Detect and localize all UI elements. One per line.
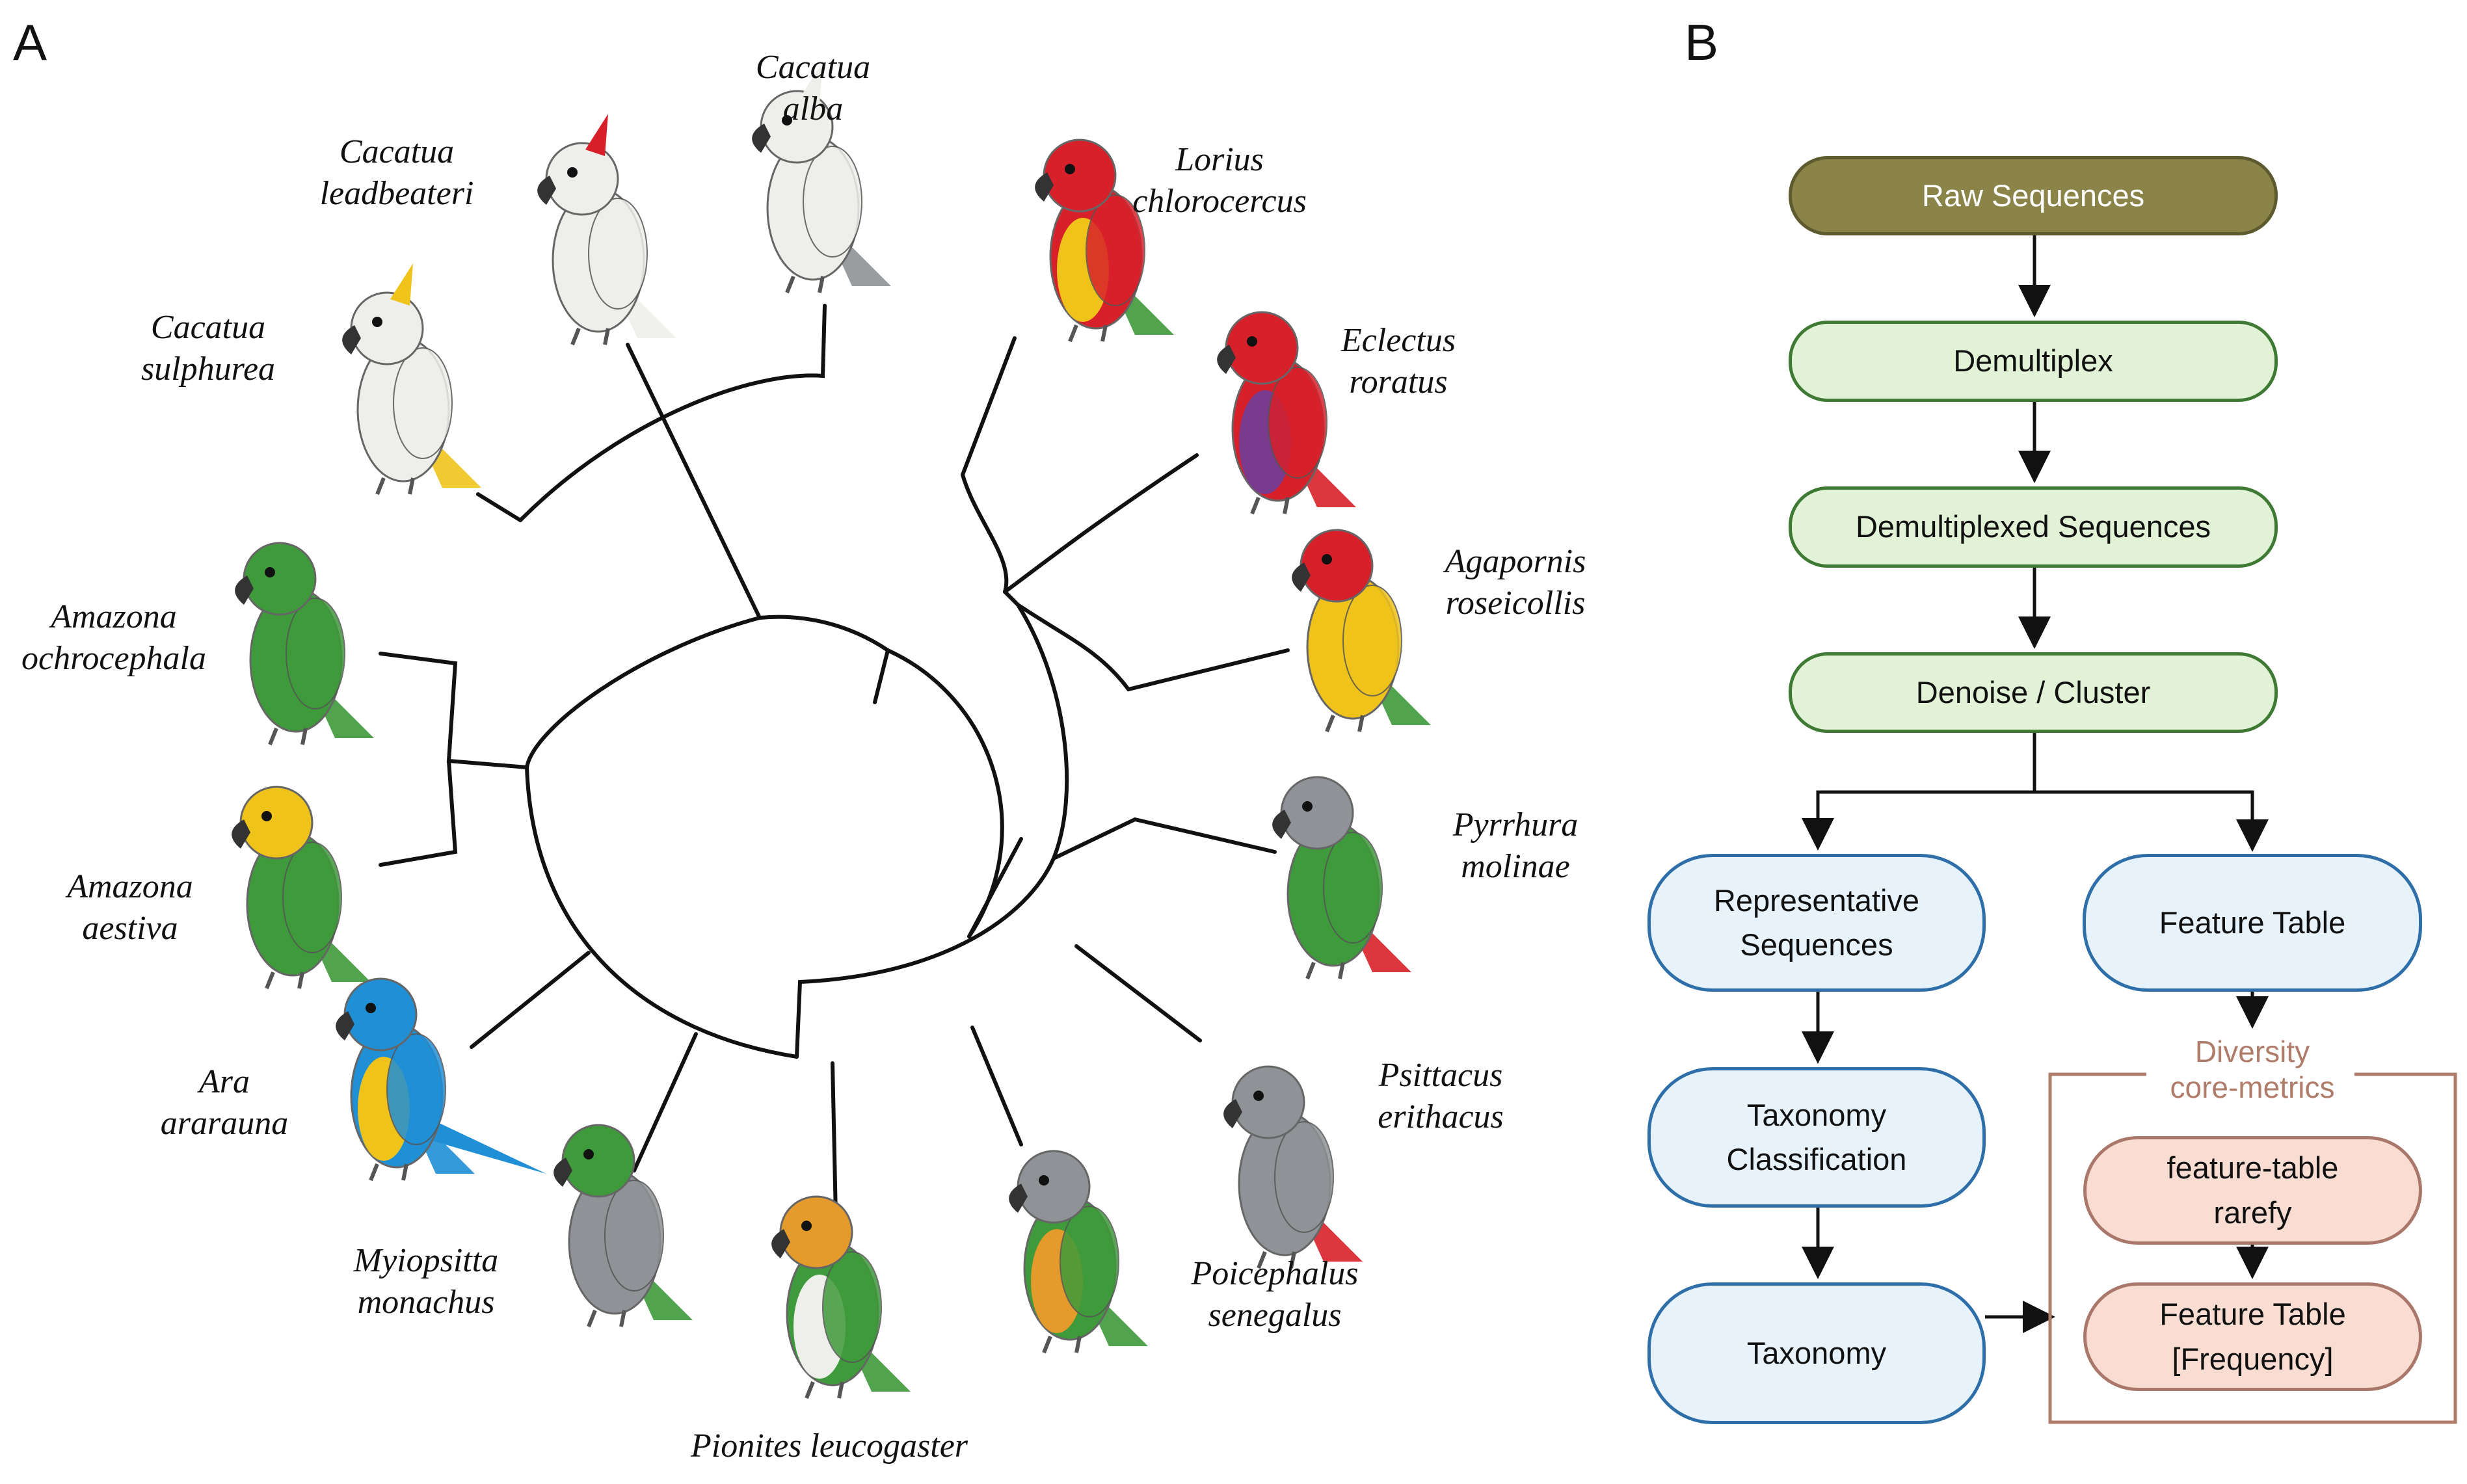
tree-branch-18 — [831, 1061, 838, 1218]
panel-b-label: B — [1685, 14, 1719, 71]
tree-branch-10 — [632, 1032, 698, 1173]
parrot-4-icon — [232, 786, 371, 990]
taxonomy-classification-line2: Classification — [1726, 1142, 1907, 1176]
tree-branch-1 — [967, 837, 1023, 938]
taxonomy-node[interactable]: Taxonomy — [1647, 1282, 1986, 1424]
tree-branch-14 — [1016, 603, 1290, 692]
tree-branch-2 — [758, 615, 890, 652]
tree-branch-9 — [470, 951, 591, 1049]
rarefy-label-line2: rarefy — [2213, 1195, 2292, 1230]
rarefy-label-line1: feature-table — [2167, 1150, 2339, 1186]
parrot-9-icon — [1223, 1065, 1363, 1269]
frequency-label-line2: [Frequency] — [2172, 1341, 2334, 1376]
tree-branch-5 — [525, 616, 762, 769]
tree-branch-6 — [525, 765, 799, 1059]
demultiplex-label: Demultiplex — [1953, 343, 2113, 378]
tree-branch-17 — [970, 1026, 1023, 1146]
parrot-3-icon — [235, 542, 374, 746]
parrot-8-icon — [1009, 1150, 1148, 1354]
parrot-2-icon — [342, 263, 481, 496]
species-label-7: Pionites leucogaster — [690, 1427, 968, 1464]
parrot-7-icon — [771, 1195, 911, 1399]
representative-label-line2: Sequences — [1740, 927, 1893, 962]
tree-branch-8 — [379, 759, 458, 867]
raw-sequences-node[interactable]: Raw Sequences — [1789, 156, 2278, 235]
feature-table-frequency-node[interactable]: Feature Table [Frequency] — [2083, 1282, 2422, 1391]
denoise-cluster-node[interactable]: Denoise / Cluster — [1789, 652, 2278, 733]
representative-sequences-node[interactable]: Representative Sequences — [1647, 854, 1986, 992]
tree-branch-3 — [873, 648, 890, 704]
taxonomy-classification-node[interactable]: Taxonomy Classification — [1647, 1067, 1986, 1208]
feature-table-node[interactable]: Feature Table — [2083, 854, 2422, 992]
parrot-13-icon — [1035, 139, 1174, 343]
parrot-6-icon — [553, 1124, 693, 1328]
tree-branch-15 — [1052, 817, 1277, 860]
parrot-11-icon — [1292, 529, 1431, 733]
parrot-0-icon — [752, 62, 891, 294]
panel-a-label: A — [13, 14, 47, 71]
taxonomy-classification-line1: Taxonomy — [1746, 1097, 1887, 1132]
tree-branch-16 — [1074, 944, 1202, 1042]
tree-branch-19 — [518, 304, 827, 522]
diversity-title-line2: core-metrics — [2170, 1070, 2335, 1105]
denoise-cluster-label: Denoise / Cluster — [1915, 674, 2151, 709]
taxonomy-label: Taxonomy — [1746, 1335, 1887, 1370]
feature-table-label: Feature Table — [2159, 905, 2346, 940]
demultiplex-node[interactable]: Demultiplex — [1789, 321, 2278, 402]
raw-sequences-label: Raw Sequences — [1921, 178, 2145, 213]
tree-branch-20 — [476, 492, 522, 522]
demultiplexed-sequences-node[interactable]: Demultiplexed Sequences — [1789, 486, 2278, 568]
tree-branch-12 — [1003, 453, 1199, 594]
parrot-10-icon — [1272, 776, 1411, 980]
feature-table-rarefy-node[interactable]: feature-table rarefy — [2083, 1136, 2422, 1245]
tree-branch-4 — [626, 343, 762, 620]
parrot-5-icon — [336, 977, 546, 1182]
parrot-1-icon — [537, 114, 676, 346]
representative-label-line1: Representative — [1713, 882, 1920, 918]
diversity-title-line1: Diversity — [2194, 1035, 2310, 1068]
tree-branch-7 — [379, 652, 529, 769]
parrot-12-icon — [1217, 311, 1356, 515]
diversity-core-metrics-title: Diversity core-metrics — [2122, 1034, 2382, 1106]
tree-branch-13 — [960, 336, 1017, 594]
frequency-label-line1: Feature Table — [2159, 1297, 2346, 1332]
demultiplexed-sequences-label: Demultiplexed Sequences — [1855, 509, 2211, 544]
